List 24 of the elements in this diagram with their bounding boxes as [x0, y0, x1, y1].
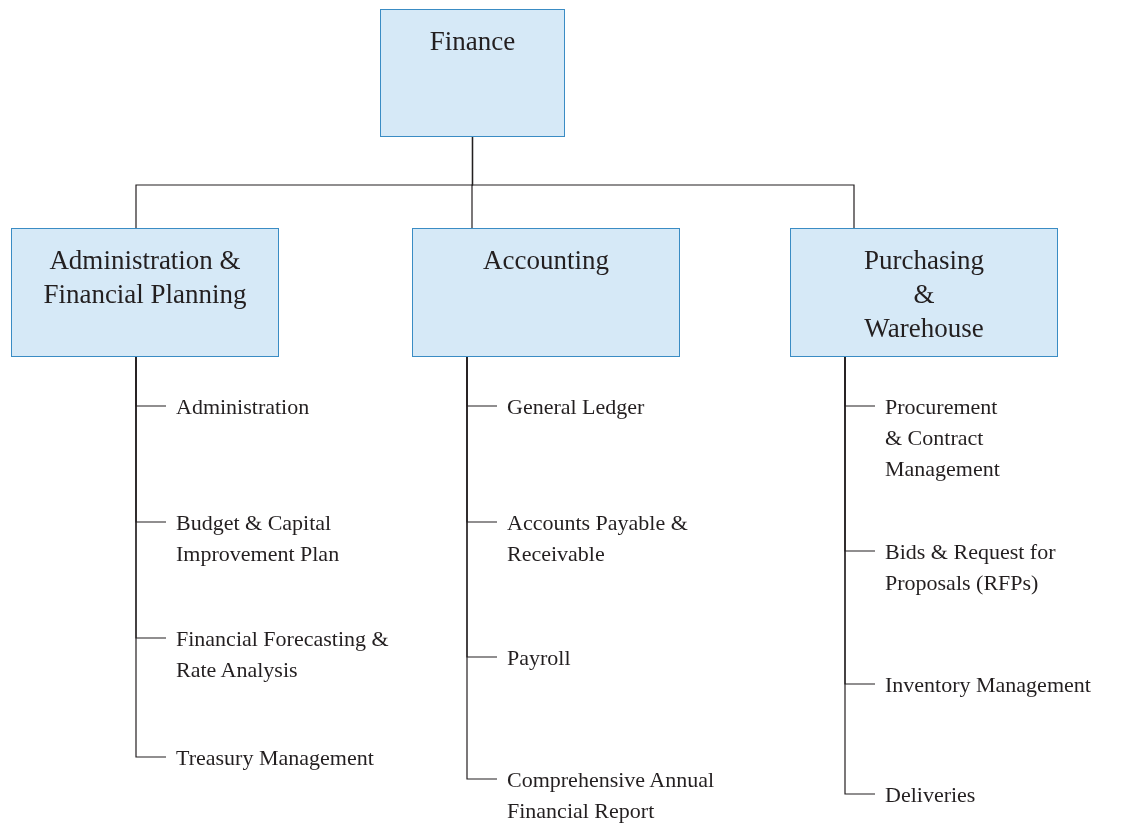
unit-box: [11, 228, 279, 357]
unit-title: Purchasing & Warehouse: [863, 244, 985, 345]
function-label: Bids & Request for Proposals (RFPs): [875, 536, 1075, 598]
function-label: Inventory Management: [875, 669, 1140, 700]
function-label: Payroll: [497, 642, 627, 673]
function-label: Accounts Payable & Receivable: [497, 507, 727, 569]
unit-title: Administration & Financial Planning: [42, 244, 248, 311]
connector-line: [844, 356, 876, 795]
function-label: Treasury Management: [166, 742, 426, 773]
function-label: Comprehensive Annual Financial Report: [497, 764, 757, 826]
function-label: Budget & Capital Improvement Plan: [166, 507, 376, 569]
connector-line: [135, 356, 167, 758]
unit-box: [412, 228, 680, 357]
unit-title: Accounting: [482, 244, 610, 277]
unit-box: [790, 228, 1058, 357]
unit-box: [380, 9, 565, 137]
function-label: General Ledger: [497, 391, 717, 422]
function-label: Financial Forecasting & Rate Analysis: [166, 623, 426, 685]
unit-title: Finance: [428, 25, 517, 58]
connector-line: [466, 356, 498, 780]
function-label: Deliveries: [875, 779, 1005, 810]
function-label: Administration: [166, 391, 386, 422]
connector-line: [471, 136, 855, 229]
function-label: Procurement & Contract Management: [875, 391, 1000, 484]
